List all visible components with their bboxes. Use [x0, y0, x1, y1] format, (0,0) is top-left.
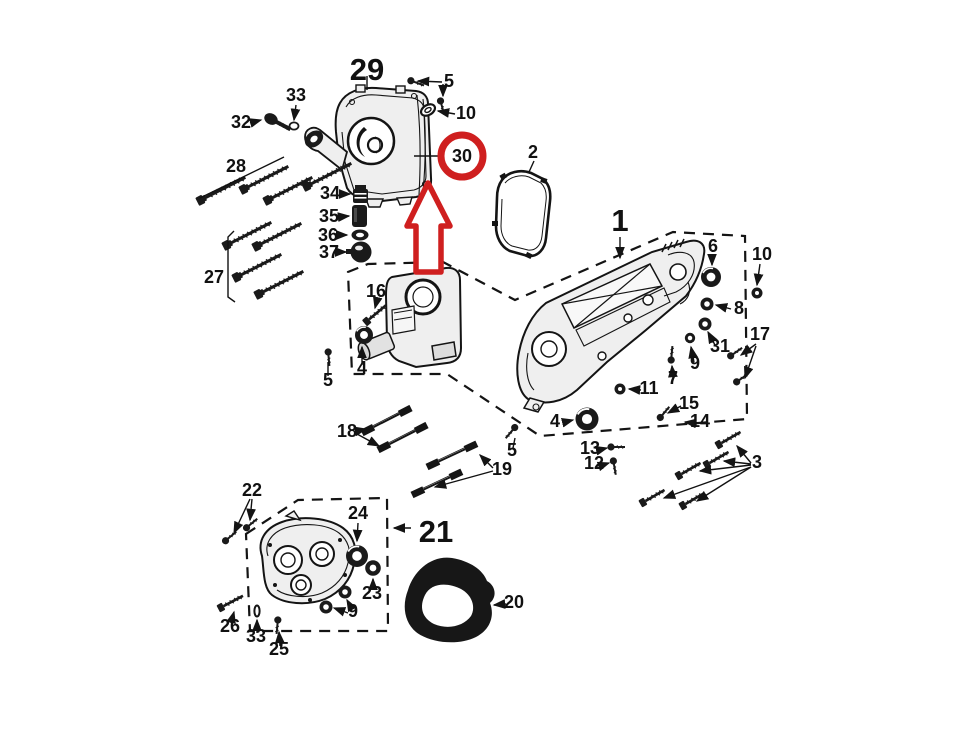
part-callout-9: 9: [690, 353, 700, 373]
part-callout-19: 19: [492, 459, 512, 479]
part-callout-4: 4: [357, 358, 367, 378]
part-callout-27: 27: [204, 267, 224, 287]
part-26-bolt: [215, 590, 247, 614]
bolt-group-27: [219, 216, 307, 302]
dashed-region-crankcase: [346, 230, 749, 438]
part-31-seal: [698, 317, 712, 331]
part-callout-11: 11: [639, 378, 658, 398]
part-34-spring: [353, 185, 368, 203]
gasket-2-drawing: [492, 169, 552, 259]
leader-lines: [199, 76, 764, 647]
part-callout-31: 31: [710, 336, 730, 356]
stud-group-19: [409, 439, 480, 500]
part-callout-10: 10: [752, 244, 772, 264]
leader-fan-3: [662, 444, 752, 502]
crankcase-1-drawing: [516, 238, 706, 413]
gearbox-cover-drawing: [259, 510, 357, 605]
part-callout-28: 28: [226, 156, 246, 176]
part-callout-30: 30: [452, 146, 472, 166]
part-37-valve-ball: [346, 241, 372, 263]
part-callout-6: 6: [708, 236, 718, 256]
part-callout-36: 36: [318, 225, 338, 245]
part-13-stud: [606, 442, 626, 452]
part-10-top-grommet: [419, 103, 437, 117]
part-33-bottom-pin: [253, 604, 261, 618]
part-callout-22: 22: [242, 480, 262, 500]
part-callout-33: 33: [246, 626, 266, 646]
part-9-right-seal: [684, 332, 696, 344]
part-7-screw: [666, 344, 677, 365]
part-24-bearing: [345, 544, 369, 568]
stud-group-18: [359, 403, 430, 455]
part-30-highlight-arrow: [404, 180, 453, 275]
oil-pump-drawing: [357, 261, 463, 369]
part-callout-20: 20: [504, 592, 524, 612]
part-12-screw: [608, 455, 621, 477]
part-callout-10: 10: [456, 103, 476, 123]
part-11-nut: [614, 383, 626, 395]
part-callout-24: 24: [348, 503, 368, 523]
part-callout-4: 4: [550, 411, 560, 431]
part-callout-16: 16: [366, 281, 386, 301]
part-4-mid-bushing: [354, 325, 374, 345]
part-callout-12: 12: [584, 453, 604, 473]
part-30-highlight: [404, 131, 487, 275]
part-callout-5: 5: [444, 71, 454, 91]
part-35-plunger: [352, 205, 367, 227]
part-callout-29: 29: [350, 52, 384, 87]
part-callout-26: 26: [220, 616, 240, 636]
dashed-region-gearbox: [244, 496, 390, 633]
part-8-seal: [700, 297, 714, 311]
part-32-bolt: [264, 113, 292, 132]
part-callout-2: 2: [528, 142, 538, 162]
part-callout-5: 5: [507, 440, 517, 460]
part-30-highlight-circle: [437, 131, 487, 181]
part-23-seal: [365, 560, 381, 576]
screw-group-3: [636, 427, 744, 512]
part-callout-9: 9: [348, 601, 358, 621]
part-36-oring: [351, 229, 369, 241]
part-callout-8: 8: [734, 298, 744, 318]
gasket-20-drawing: [404, 557, 495, 643]
part-callout-32: 32: [231, 112, 251, 132]
part-15-screw: [654, 403, 674, 424]
part-callout-18: 18: [337, 421, 357, 441]
part-25-screw: [272, 615, 283, 636]
part-10-right-nut: [751, 287, 763, 299]
part-callout-33: 33: [286, 85, 306, 105]
part-callout-7: 7: [668, 368, 678, 388]
part-callout-21: 21: [419, 514, 453, 549]
part-callout-37: 37: [319, 242, 339, 262]
part-callout-14: 14: [690, 411, 710, 431]
part-callout-15: 15: [679, 393, 699, 413]
part-callout-17: 17: [750, 324, 770, 344]
part-callout-35: 35: [319, 206, 339, 226]
part-callout-23: 23: [362, 583, 382, 603]
part-callout-1: 1: [611, 203, 628, 238]
part-callout-25: 25: [269, 639, 289, 659]
part-4-bottom-bushing: [574, 406, 600, 432]
part-6-bearing: [700, 266, 722, 288]
part-callout-3: 3: [752, 452, 762, 472]
part-callout-13: 13: [580, 438, 600, 458]
part-callout-34: 34: [320, 183, 340, 203]
part-callout-5: 5: [323, 370, 333, 390]
